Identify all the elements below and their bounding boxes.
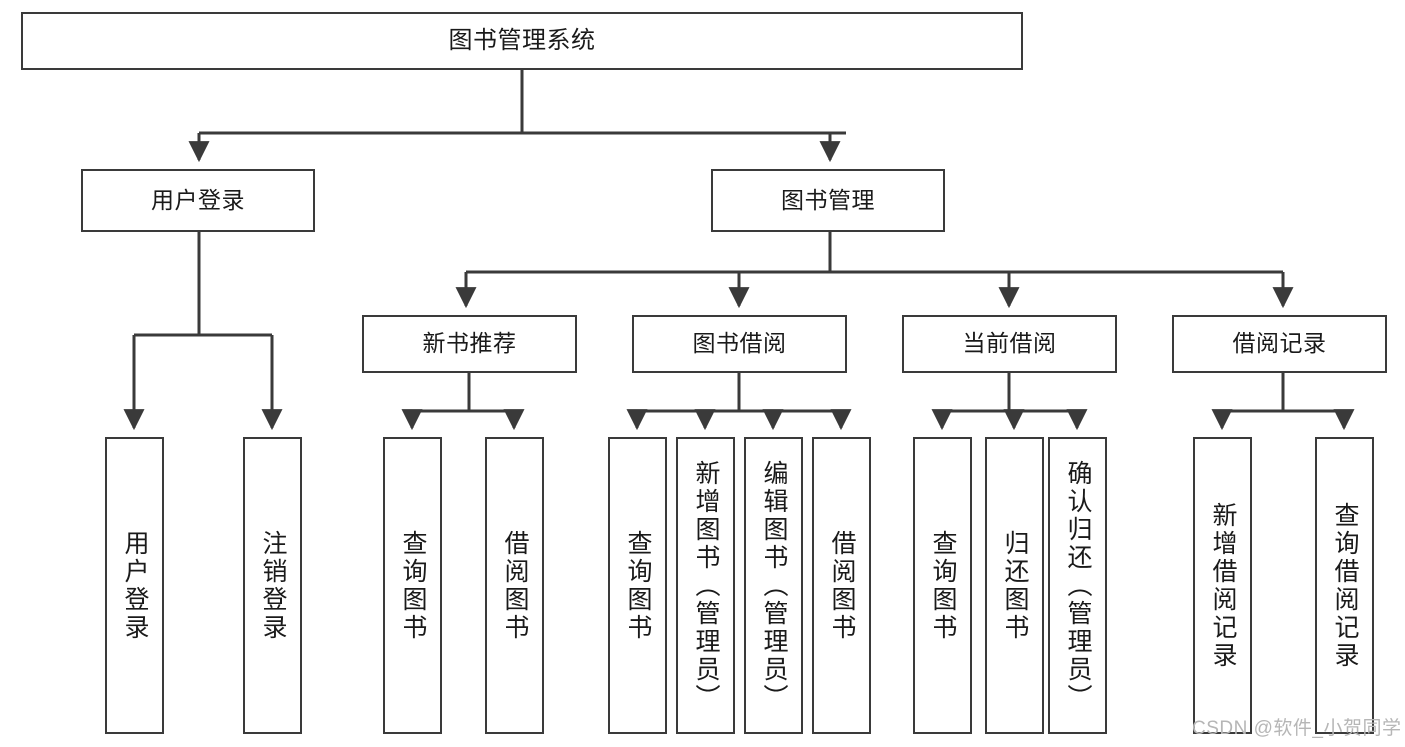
node-label: 图书管理系统 — [448, 26, 596, 54]
node-label: 查询图书 — [399, 529, 427, 642]
node-borrow-record[interactable]: 借阅记录 — [1172, 315, 1387, 373]
node-root-library-system[interactable]: 图书管理系统 — [21, 12, 1023, 70]
node-label: 新增借阅记录 — [1209, 501, 1237, 670]
node-label: 查询借阅记录 — [1331, 501, 1359, 670]
node-label: 查询图书 — [929, 529, 957, 642]
node-label: 新增图书（管理员） — [692, 459, 720, 712]
node-label: 归还图书 — [1001, 529, 1029, 642]
leaf-book-borrow-query[interactable]: 查询图书 — [608, 437, 667, 734]
leaf-book-borrow-add[interactable]: 新增图书（管理员） — [676, 437, 735, 734]
node-label: 图书借阅 — [692, 330, 787, 357]
node-label: 注销登录 — [259, 529, 287, 642]
leaf-book-borrow-lend[interactable]: 借阅图书 — [812, 437, 871, 734]
node-current-borrow[interactable]: 当前借阅 — [902, 315, 1117, 373]
node-new-book-recommend[interactable]: 新书推荐 — [362, 315, 577, 373]
leaf-book-borrow-edit[interactable]: 编辑图书（管理员） — [744, 437, 803, 734]
node-label: 编辑图书（管理员） — [760, 459, 788, 712]
leaf-current-borrow-return[interactable]: 归还图书 — [985, 437, 1044, 734]
node-user-login[interactable]: 用户登录 — [81, 169, 315, 232]
leaf-new-book-borrow[interactable]: 借阅图书 — [485, 437, 544, 734]
node-label: 图书管理 — [781, 186, 875, 213]
leaf-current-borrow-query[interactable]: 查询图书 — [913, 437, 972, 734]
leaf-borrow-record-add[interactable]: 新增借阅记录 — [1193, 437, 1252, 734]
node-label: 当前借阅 — [962, 330, 1057, 357]
node-label: 确认归还（管理员） — [1064, 459, 1092, 712]
leaf-borrow-record-query[interactable]: 查询借阅记录 — [1315, 437, 1374, 734]
node-label: 用户登录 — [121, 529, 149, 642]
node-label: 借阅图书 — [501, 529, 529, 642]
node-label: 新书推荐 — [422, 330, 517, 357]
leaf-user-login-signin[interactable]: 用户登录 — [105, 437, 164, 734]
node-book-management[interactable]: 图书管理 — [711, 169, 945, 232]
node-label: 借阅记录 — [1232, 330, 1327, 357]
node-label: 查询图书 — [624, 529, 652, 642]
leaf-new-book-query[interactable]: 查询图书 — [383, 437, 442, 734]
node-label: 借阅图书 — [828, 529, 856, 642]
leaf-user-login-signout[interactable]: 注销登录 — [243, 437, 302, 734]
node-label: 用户登录 — [151, 186, 245, 213]
csdn-watermark: CSDN @软件_小贺同学 — [1192, 718, 1402, 739]
node-book-borrow[interactable]: 图书借阅 — [632, 315, 847, 373]
leaf-current-borrow-confirm-return[interactable]: 确认归还（管理员） — [1048, 437, 1107, 734]
